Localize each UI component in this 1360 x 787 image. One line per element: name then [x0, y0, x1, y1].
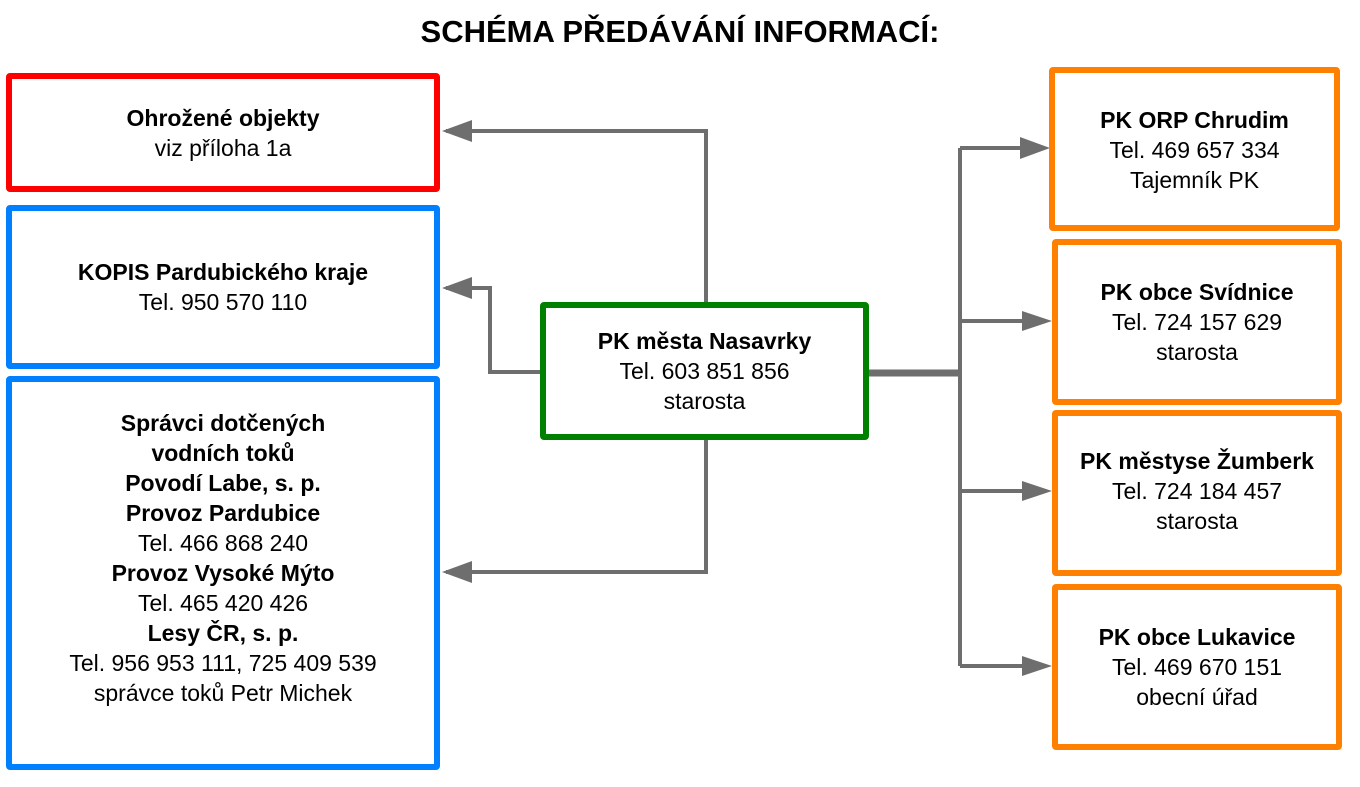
arrowhead-zumberk	[1022, 481, 1052, 501]
water-line-4: Tel. 466 868 240	[137, 530, 309, 556]
box-svidnice: PK obce Svídnice Tel. 724 157 629 staros…	[1052, 239, 1342, 405]
chrudim-name: PK ORP Chrudim	[1100, 107, 1289, 133]
kopis-tel: Tel. 950 570 110	[138, 289, 308, 315]
center-role: starosta	[663, 388, 746, 414]
arrow-to-water	[446, 438, 708, 574]
zumberk-role: starosta	[1156, 508, 1238, 534]
box-center-nasavrky: PK města Nasavrky Tel. 603 851 856 staro…	[540, 302, 869, 440]
water-line-5: Provoz Vysoké Mýto	[111, 560, 335, 586]
arrowhead-lukavice	[1022, 656, 1052, 676]
arrowhead-water	[442, 561, 472, 583]
arrowhead-kopis	[442, 277, 472, 299]
box-threatened-objects: Ohrožené objekty viz příloha 1a	[6, 73, 440, 192]
box-water-managers: Správci dotčených vodních toků Povodí La…	[6, 376, 440, 770]
box-lukavice: PK obce Lukavice Tel. 469 670 151 obecní…	[1052, 584, 1342, 750]
water-line-9: správce toků Petr Michek	[93, 680, 353, 706]
lukavice-name: PK obce Lukavice	[1098, 624, 1296, 650]
water-line-2: Povodí Labe, s. p.	[125, 470, 321, 496]
threatened-note: viz příloha 1a	[154, 134, 292, 161]
water-line-7: Lesy ČR, s. p.	[147, 620, 299, 646]
arrowhead-threatened	[442, 120, 472, 142]
kopis-name: KOPIS Pardubického kraje	[77, 259, 369, 285]
svidnice-tel: Tel. 724 157 629	[1111, 309, 1283, 335]
chrudim-role: Tajemník PK	[1129, 167, 1260, 193]
water-line-0: Správci dotčených	[120, 410, 326, 436]
chrudim-tel: Tel. 469 657 334	[1109, 137, 1280, 163]
lukavice-tel: Tel. 469 670 151	[1111, 654, 1283, 680]
arrowhead-svidnice	[1022, 311, 1052, 331]
arrow-to-kopis	[446, 286, 542, 374]
box-chrudim: PK ORP Chrudim Tel. 469 657 334 Tajemník…	[1049, 67, 1340, 231]
lukavice-role: obecní úřad	[1136, 684, 1258, 710]
center-tel: Tel. 603 851 856	[619, 358, 790, 384]
threatened-name: Ohrožené objekty	[126, 104, 320, 131]
center-name: PK města Nasavrky	[597, 328, 812, 354]
zumberk-tel: Tel. 724 184 457	[1111, 478, 1283, 504]
zumberk-name: PK městyse Žumberk	[1080, 448, 1314, 474]
arrowhead-chrudim	[1020, 137, 1050, 159]
water-line-1: vodních toků	[151, 440, 295, 466]
box-kopis: KOPIS Pardubického kraje Tel. 950 570 11…	[6, 205, 440, 369]
svidnice-role: starosta	[1156, 339, 1238, 365]
arrow-to-threatened	[446, 129, 708, 302]
box-zumberk: PK městyse Žumberk Tel. 724 184 457 star…	[1052, 410, 1342, 576]
water-line-8: Tel. 956 953 111, 725 409 539	[69, 650, 377, 676]
water-line-3: Provoz Pardubice	[125, 500, 321, 526]
diagram-title: SCHÉMA PŘEDÁVÁNÍ INFORMACÍ:	[420, 14, 940, 49]
svidnice-name: PK obce Svídnice	[1100, 279, 1294, 305]
water-line-6: Tel. 465 420 426	[137, 590, 309, 616]
